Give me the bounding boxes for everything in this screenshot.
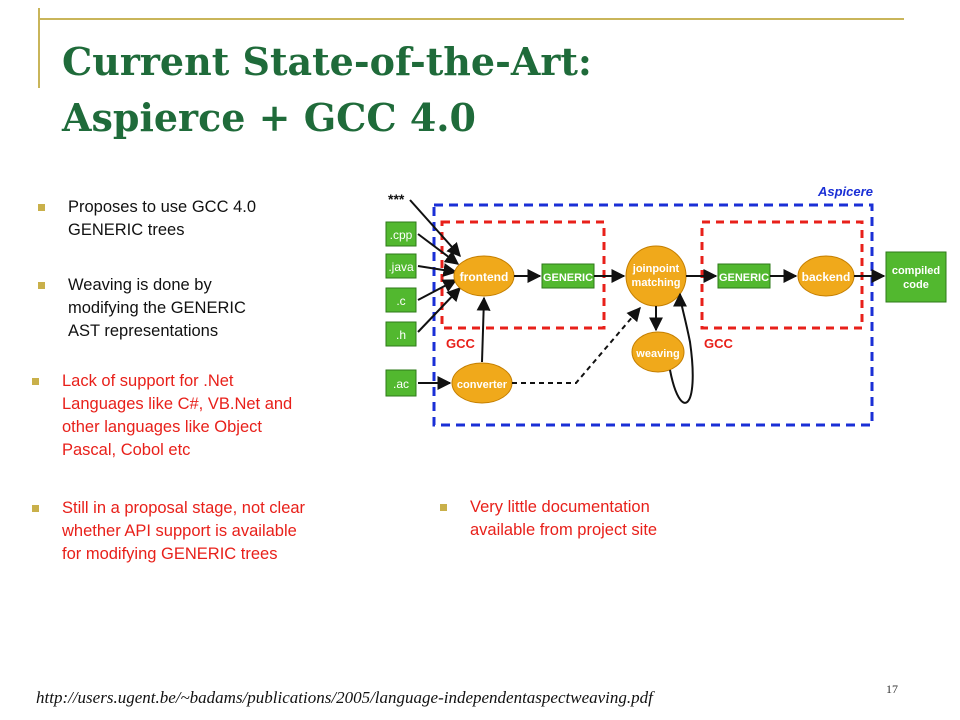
accent-rule-horizontal <box>38 18 904 20</box>
gcc-frontend-label: GCC <box>446 336 476 351</box>
arrow-converter-joinpoint <box>512 306 641 384</box>
bullet-line: AST representations <box>68 322 219 340</box>
node-joinpoint-label-1: joinpoint <box>632 263 680 275</box>
input-h-label: .h <box>396 328 406 342</box>
bullet-line: whether API support is available <box>62 522 297 540</box>
bullet-line: Languages like C#, VB.Net and <box>62 395 293 413</box>
arrow-cpp-frontend <box>417 233 460 265</box>
input-cpp-label: .cpp <box>390 228 413 242</box>
title-line-1: Current State-of-the-Art: <box>62 39 592 84</box>
aspicere-architecture-diagram: Aspicere GCC GCC *** .cpp .java .c .h .a… <box>385 184 947 427</box>
node-joinpoint-label-2: matching <box>632 277 681 289</box>
arrow-weaving-loop <box>669 292 694 404</box>
input-more: *** <box>388 191 405 207</box>
accent-rule-vertical <box>38 8 40 88</box>
bullet-line: Very little documentation <box>470 498 650 516</box>
node-frontend: frontend <box>453 255 515 297</box>
bullet-line: GENERIC trees <box>68 221 185 239</box>
bullet-line: Proposes to use GCC 4.0 <box>68 198 257 216</box>
arrow-c-frontend <box>417 279 458 301</box>
node-compiled-label-2: code <box>903 279 929 291</box>
bullet-line: for modifying GENERIC trees <box>62 545 278 563</box>
bullet-proposes: Proposes to use GCC 4.0 GENERIC trees <box>38 196 257 242</box>
bullet-line: Still in a proposal stage, not clear <box>62 499 306 517</box>
aspicere-label: Aspicere <box>817 184 873 199</box>
arrow-java-frontend <box>417 263 458 277</box>
node-generic-2-label: GENERIC <box>719 272 769 284</box>
input-c: .c <box>385 287 417 313</box>
slide-title: Current State-of-the-Art: Aspierce + GCC… <box>62 34 592 146</box>
node-weaving-label: weaving <box>635 348 679 360</box>
bullet-proposal-stage: Still in a proposal stage, not clear whe… <box>32 497 306 566</box>
input-java-label: .java <box>388 260 414 274</box>
node-converter: converter <box>451 362 513 404</box>
bullet-line: Lack of support for .Net <box>62 372 234 390</box>
bullet-documentation: Very little documentation available from… <box>440 496 658 542</box>
input-c-label: .c <box>396 294 405 308</box>
bullet-line: Pascal, Cobol etc <box>62 441 191 459</box>
input-ac: .ac <box>385 369 417 397</box>
node-compiled-code: compiled code <box>885 251 947 303</box>
arrow-more-frontend <box>409 199 461 258</box>
node-generic-1-label: GENERIC <box>543 272 593 284</box>
bullet-line: modifying the GENERIC <box>68 299 246 317</box>
page-number: 17 <box>886 682 898 696</box>
bullet-line: available from project site <box>470 521 658 539</box>
node-joinpoint-matching: joinpoint matching <box>625 245 687 307</box>
gcc-backend-label: GCC <box>704 336 734 351</box>
node-converter-label: converter <box>457 379 508 391</box>
arrow-converter-frontend <box>476 296 491 363</box>
bullet-line: Weaving is done by <box>68 276 212 294</box>
bullet-lack-support: Lack of support for .Net Languages like … <box>32 370 293 462</box>
input-h: .h <box>385 321 417 347</box>
node-weaving: weaving <box>631 331 685 373</box>
node-frontend-label: frontend <box>460 270 509 284</box>
title-line-2: Aspierce + GCC 4.0 <box>62 95 476 140</box>
node-generic-1: GENERIC <box>541 263 595 289</box>
bullet-marker <box>38 204 45 211</box>
node-backend-label: backend <box>802 270 851 284</box>
arrow-h-frontend <box>417 286 461 333</box>
bullet-marker <box>32 505 39 512</box>
node-backend: backend <box>797 255 855 297</box>
bullet-line: other languages like Object <box>62 418 262 436</box>
node-generic-2: GENERIC <box>717 263 771 289</box>
bullet-marker <box>440 504 447 511</box>
bullet-marker <box>32 378 39 385</box>
input-cpp: .cpp <box>385 221 417 247</box>
input-ac-label: .ac <box>393 377 409 391</box>
input-java: .java <box>385 253 417 279</box>
bullet-weaving: Weaving is done by modifying the GENERIC… <box>38 274 246 343</box>
bullet-marker <box>38 282 45 289</box>
source-citation: http://users.ugent.be/~badams/publicatio… <box>36 688 653 707</box>
node-compiled-label-1: compiled <box>892 265 940 277</box>
